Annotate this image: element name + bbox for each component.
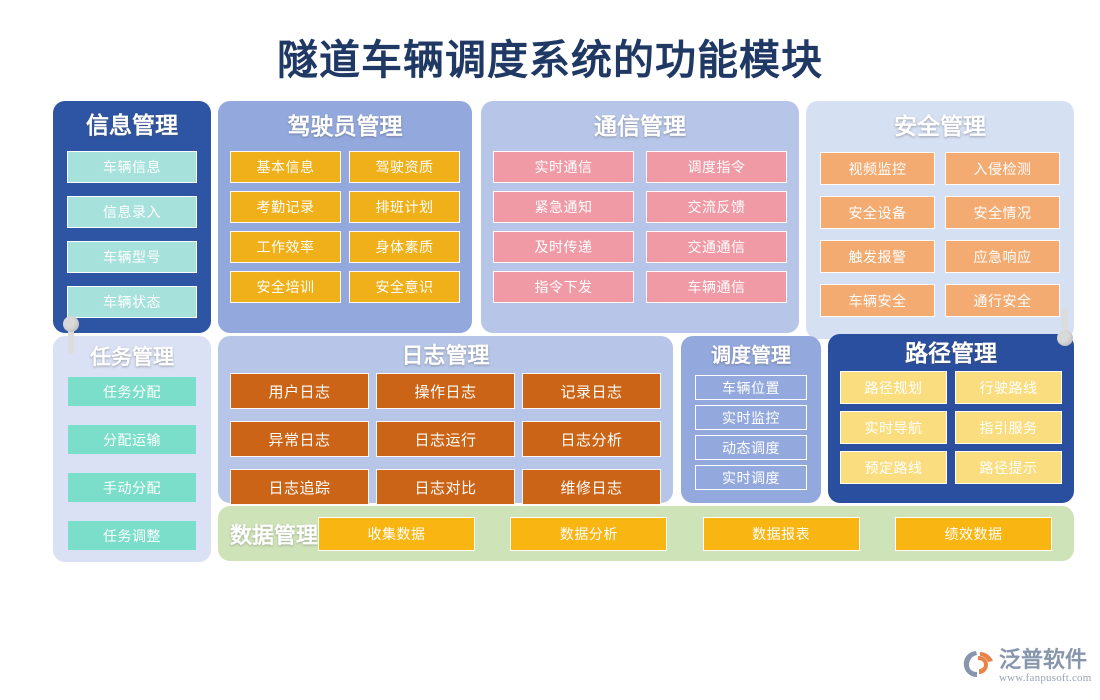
chip-item[interactable]: 交通通信 <box>646 231 787 263</box>
panel-safety-management: 安全管理 视频监控 入侵检测 安全设备 安全情况 触发报警 应急响应 车辆安全 … <box>806 101 1074 339</box>
panel-data-management: 数据管理 收集数据 数据分析 数据报表 绩效数据 <box>218 506 1074 561</box>
chip-item[interactable]: 动态调度 <box>695 435 807 460</box>
chip-item[interactable]: 用户日志 <box>230 373 369 409</box>
chip-item[interactable]: 身体素质 <box>349 231 460 263</box>
chip-item[interactable]: 车辆型号 <box>67 241 197 273</box>
chip-item[interactable]: 排班计划 <box>349 191 460 223</box>
chip-item[interactable]: 入侵检测 <box>945 152 1060 185</box>
chip-item[interactable]: 路径提示 <box>955 451 1062 484</box>
chip-item[interactable]: 信息录入 <box>67 196 197 228</box>
chip-item[interactable]: 应急响应 <box>945 240 1060 273</box>
chip-list: 收集数据 数据分析 数据报表 绩效数据 <box>318 516 1052 551</box>
chip-item[interactable]: 日志分析 <box>522 421 661 457</box>
chip-list: 车辆位置 实时监控 动态调度 实时调度 <box>695 375 807 495</box>
chip-item[interactable]: 车辆安全 <box>820 284 935 317</box>
chip-list: 任务分配 分配运输 手动分配 任务调整 <box>67 376 197 568</box>
chip-item[interactable]: 调度指令 <box>646 151 787 183</box>
chip-item[interactable]: 工作效率 <box>230 231 341 263</box>
chip-item[interactable]: 日志对比 <box>376 469 515 505</box>
chip-list: 用户日志 操作日志 记录日志 异常日志 日志运行 日志分析 日志追踪 日志对比 … <box>230 373 661 517</box>
panel-communication-management: 通信管理 实时通信 调度指令 紧急通知 交流反馈 及时传递 交通通信 指令下发 … <box>481 101 799 333</box>
chip-item[interactable]: 车辆位置 <box>695 375 807 400</box>
chip-item[interactable]: 路径规划 <box>840 371 947 404</box>
pin-connector-icon <box>62 316 80 356</box>
chip-item[interactable]: 维修日志 <box>522 469 661 505</box>
chip-list: 车辆信息 信息录入 车辆型号 车辆状态 <box>67 151 197 331</box>
panel-driver-management: 驾驶员管理 基本信息 驾驶资质 考勤记录 排班计划 工作效率 身体素质 安全培训… <box>218 101 472 333</box>
footer-wordmark: 泛普软件 www.fanpusoft.com <box>999 648 1092 685</box>
chip-item[interactable]: 视频监控 <box>820 152 935 185</box>
chip-item[interactable]: 实时导航 <box>840 411 947 444</box>
chip-list: 实时通信 调度指令 紧急通知 交流反馈 及时传递 交通通信 指令下发 车辆通信 <box>493 151 787 311</box>
chip-item[interactable]: 收集数据 <box>318 516 476 551</box>
panel-title: 数据管理 <box>230 522 319 548</box>
chip-item[interactable]: 记录日志 <box>522 373 661 409</box>
chip-item[interactable]: 指引服务 <box>955 411 1062 444</box>
chip-item[interactable]: 交流反馈 <box>646 191 787 223</box>
chip-item[interactable]: 操作日志 <box>376 373 515 409</box>
chip-item[interactable]: 安全意识 <box>349 271 460 303</box>
chip-item[interactable]: 车辆信息 <box>67 151 197 183</box>
chip-item[interactable]: 车辆通信 <box>646 271 787 303</box>
footer-logo: 泛普软件 www.fanpusoft.com <box>962 648 1094 690</box>
chip-item[interactable]: 任务调整 <box>67 520 197 551</box>
chip-item[interactable]: 异常日志 <box>230 421 369 457</box>
panel-title: 日志管理 <box>401 343 490 368</box>
chip-item[interactable]: 触发报警 <box>820 240 935 273</box>
chip-item[interactable]: 指令下发 <box>493 271 634 303</box>
chip-item[interactable]: 安全设备 <box>820 196 935 229</box>
chip-item[interactable]: 通行安全 <box>945 284 1060 317</box>
panel-title: 调度管理 <box>711 345 791 367</box>
pin-stem <box>1062 308 1068 336</box>
chip-item[interactable]: 绩效数据 <box>895 516 1052 551</box>
chip-item[interactable]: 基本信息 <box>230 151 341 183</box>
pin-connector-icon <box>1056 308 1074 348</box>
chip-item[interactable]: 考勤记录 <box>230 191 341 223</box>
page-title: 隧道车辆调度系统的功能模块 <box>277 37 823 83</box>
panel-info-management: 信息管理 车辆信息 信息录入 车辆型号 车辆状态 <box>53 101 211 333</box>
footer-brand: 泛普软件 <box>999 647 1088 672</box>
panel-title: 信息管理 <box>86 113 178 138</box>
panel-title: 通信管理 <box>594 114 686 139</box>
chip-item[interactable]: 实时监控 <box>695 405 807 430</box>
panel-task-management: 任务管理 任务分配 分配运输 手动分配 任务调整 <box>53 336 211 562</box>
pin-stem <box>68 324 74 354</box>
chip-item[interactable]: 安全培训 <box>230 271 341 303</box>
panel-dispatch-management: 调度管理 车辆位置 实时监控 动态调度 实时调度 <box>681 336 821 503</box>
panel-log-management: 日志管理 用户日志 操作日志 记录日志 异常日志 日志运行 日志分析 日志追踪 … <box>218 336 673 505</box>
chip-item[interactable]: 驾驶资质 <box>349 151 460 183</box>
footer-url: www.fanpusoft.com <box>999 672 1092 684</box>
panel-title: 驾驶员管理 <box>287 114 403 139</box>
panel-title: 任务管理 <box>90 345 174 369</box>
pin-head <box>1057 330 1073 346</box>
chip-item[interactable]: 分配运输 <box>67 424 197 455</box>
chip-item[interactable]: 实时通信 <box>493 151 634 183</box>
chip-list: 基本信息 驾驶资质 考勤记录 排班计划 工作效率 身体素质 安全培训 安全意识 <box>230 151 460 311</box>
chip-item[interactable]: 任务分配 <box>67 376 197 407</box>
chip-item[interactable]: 手动分配 <box>67 472 197 503</box>
fanpu-logo-icon <box>962 649 996 679</box>
chip-item[interactable]: 数据分析 <box>510 516 668 551</box>
chip-item[interactable]: 日志追踪 <box>230 469 369 505</box>
panel-title: 安全管理 <box>894 114 986 139</box>
chip-item[interactable]: 行驶路线 <box>955 371 1062 404</box>
pin-head <box>63 316 79 332</box>
panel-route-management: 路径管理 路径规划 行驶路线 实时导航 指引服务 预定路线 路径提示 <box>828 334 1074 503</box>
chip-item[interactable]: 预定路线 <box>840 451 947 484</box>
chip-item[interactable]: 数据报表 <box>702 516 860 551</box>
chip-list: 路径规划 行驶路线 实时导航 指引服务 预定路线 路径提示 <box>840 371 1062 491</box>
chip-item[interactable]: 安全情况 <box>945 196 1060 229</box>
chip-item[interactable]: 实时调度 <box>695 465 807 490</box>
chip-item[interactable]: 车辆状态 <box>67 286 197 318</box>
chip-item[interactable]: 日志运行 <box>376 421 515 457</box>
chip-item[interactable]: 及时传递 <box>493 231 634 263</box>
panel-title: 路径管理 <box>905 341 997 366</box>
chip-item[interactable]: 紧急通知 <box>493 191 634 223</box>
chip-list: 视频监控 入侵检测 安全设备 安全情况 触发报警 应急响应 车辆安全 通行安全 <box>820 152 1060 328</box>
